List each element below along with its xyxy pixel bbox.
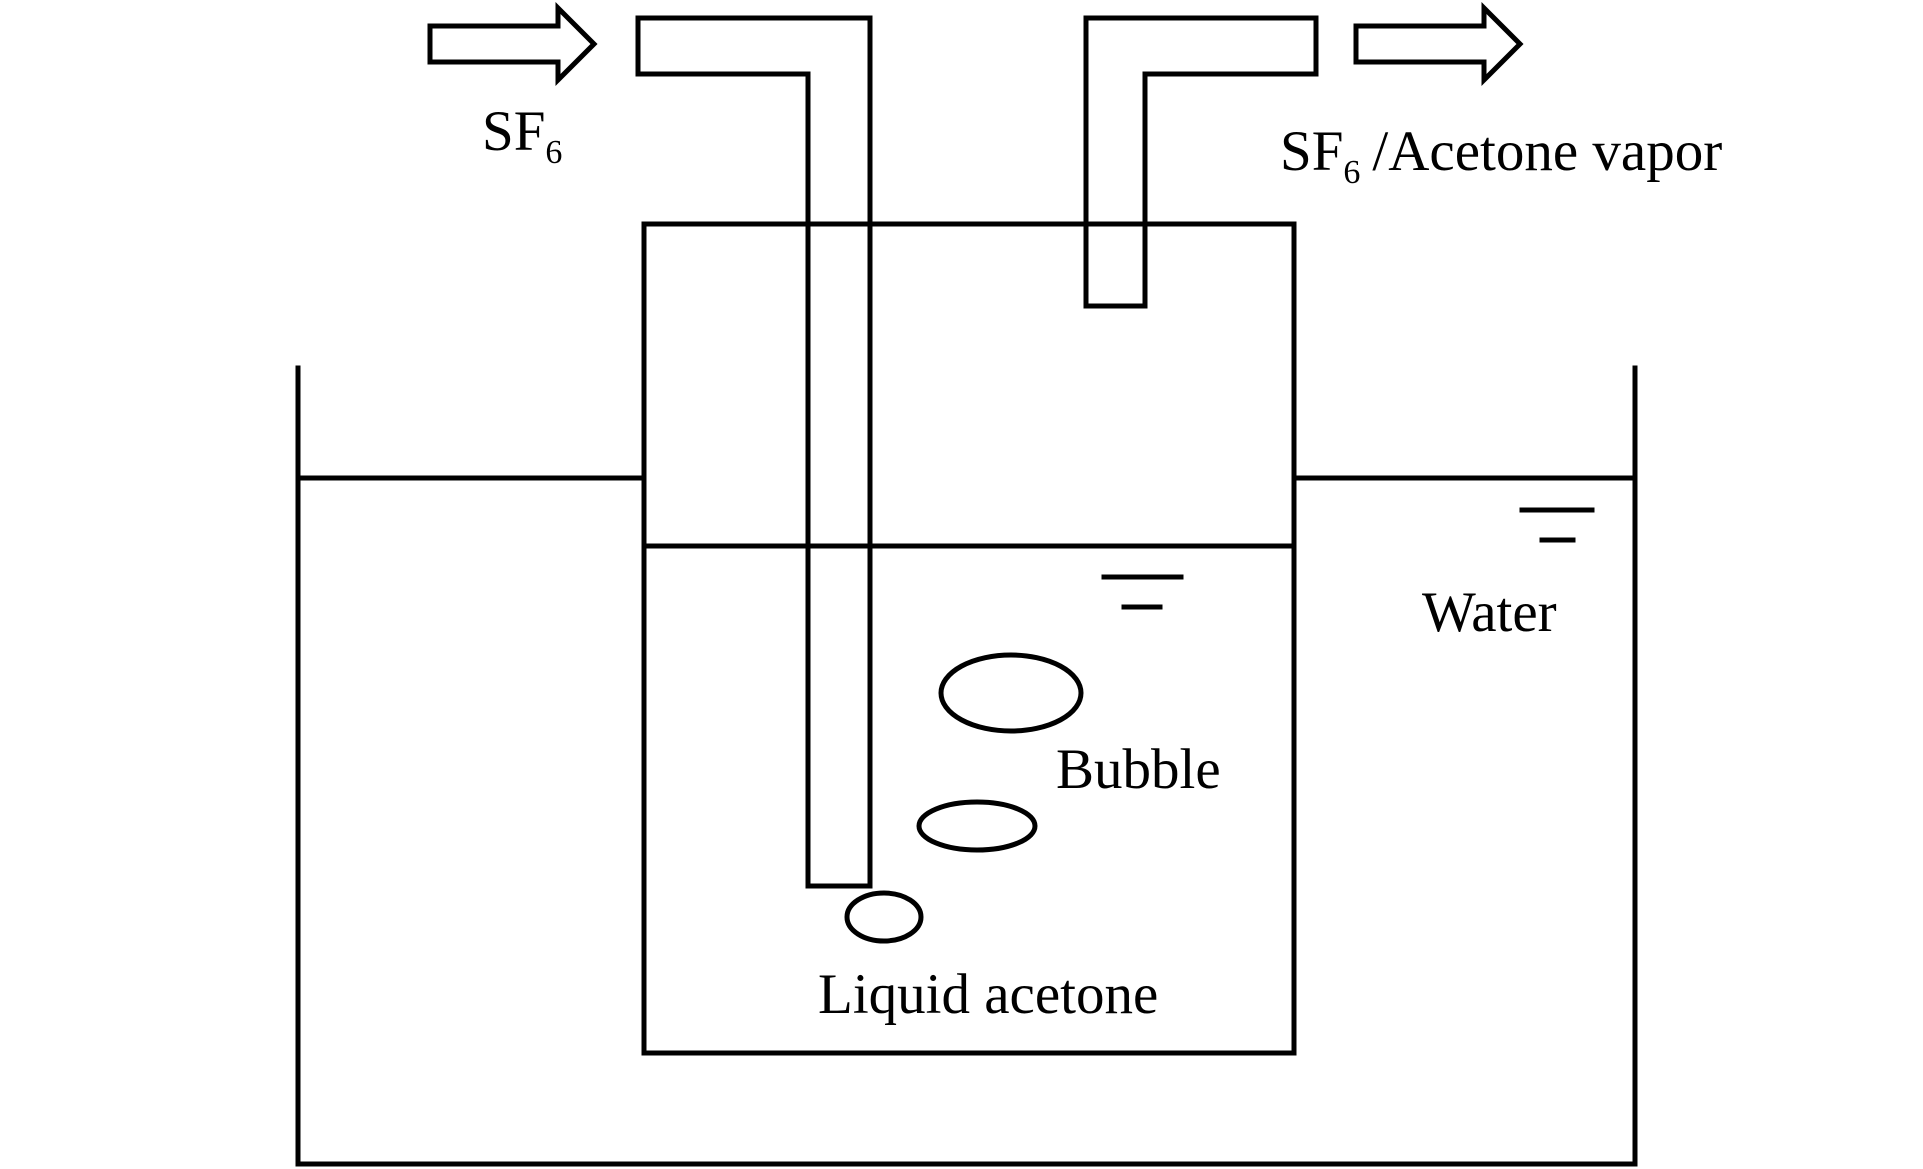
bubble-small: [844, 890, 924, 944]
acetone-level-symbol: [1101, 574, 1184, 610]
acetone-container: [641, 221, 1297, 1056]
outlet-gas-label: SF6/Acetone vapor: [1280, 120, 1722, 191]
bubble-label: Bubble: [1056, 738, 1221, 801]
inlet-arrow-icon: [427, 1, 598, 87]
water-level-symbol: [1519, 507, 1595, 543]
bubble-large: [938, 652, 1084, 734]
water-label: Water: [1422, 581, 1557, 644]
outlet-arrow-icon: [1353, 1, 1524, 87]
bubble-medium: [916, 799, 1038, 853]
outlet-tube: [1083, 15, 1319, 309]
inlet-tube: [635, 15, 873, 889]
water-bath: [295, 365, 1638, 1167]
liquid-acetone-label: Liquid acetone: [818, 963, 1158, 1026]
inlet-gas-label: SF6: [482, 100, 562, 171]
